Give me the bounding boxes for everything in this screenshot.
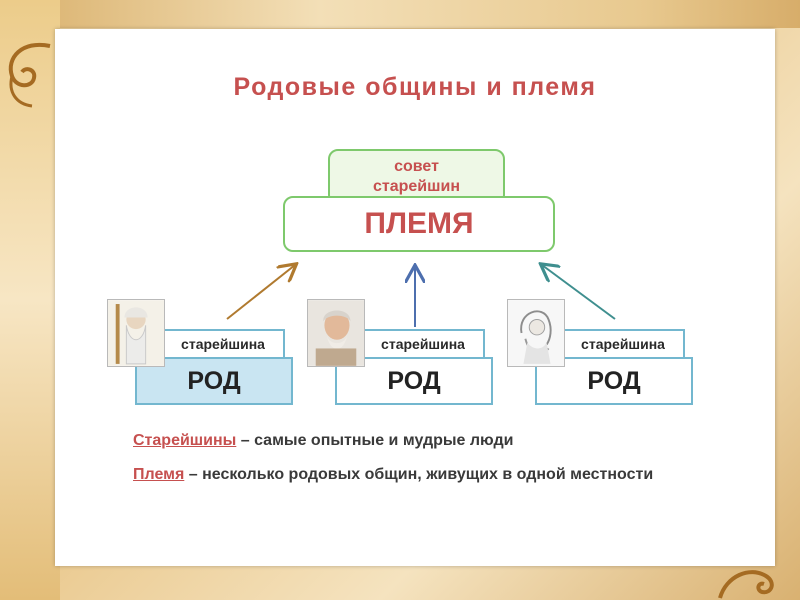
clan-group-2: старейшина РОД (307, 299, 502, 409)
elder-portrait-2 (307, 299, 365, 367)
scroll-ornament-icon (718, 570, 774, 599)
tribe-box: ПЛЕМЯ (283, 196, 555, 252)
elder-portrait-1 (107, 299, 165, 367)
definition-elders: Старейшины – самые опытные и мудрые люди (133, 427, 713, 454)
slide-title: Родовые общины и племя (233, 73, 597, 101)
scroll-ornament-icon (8, 42, 51, 108)
elder-label-box: старейшина (561, 329, 685, 357)
council-label-line2: старейшин (373, 178, 460, 195)
council-of-elders-box: совет старейшин (328, 149, 505, 205)
clan-group-3: старейшина РОД (507, 299, 702, 409)
decorative-frame-top (0, 0, 800, 28)
definition-text: – несколько родовых общин, живущих в одн… (184, 466, 654, 483)
decorative-frame-left (0, 0, 60, 600)
clan-box: РОД (335, 357, 493, 405)
elder-portrait-3 (507, 299, 565, 367)
definition-text: – самые опытные и мудрые люди (236, 432, 514, 449)
clan-group-1: старейшина РОД (107, 299, 302, 409)
slide: Родовые общины и племя совет старейшин П… (55, 29, 775, 566)
elder-label-box: старейшина (161, 329, 285, 357)
definition-tribe: Племя – несколько родовых общин, живущих… (133, 461, 713, 488)
elder-label-box: старейшина (361, 329, 485, 357)
definition-term: Старейшины (133, 432, 237, 449)
definition-term: Племя (133, 466, 185, 483)
council-label-line1: совет (394, 158, 439, 175)
